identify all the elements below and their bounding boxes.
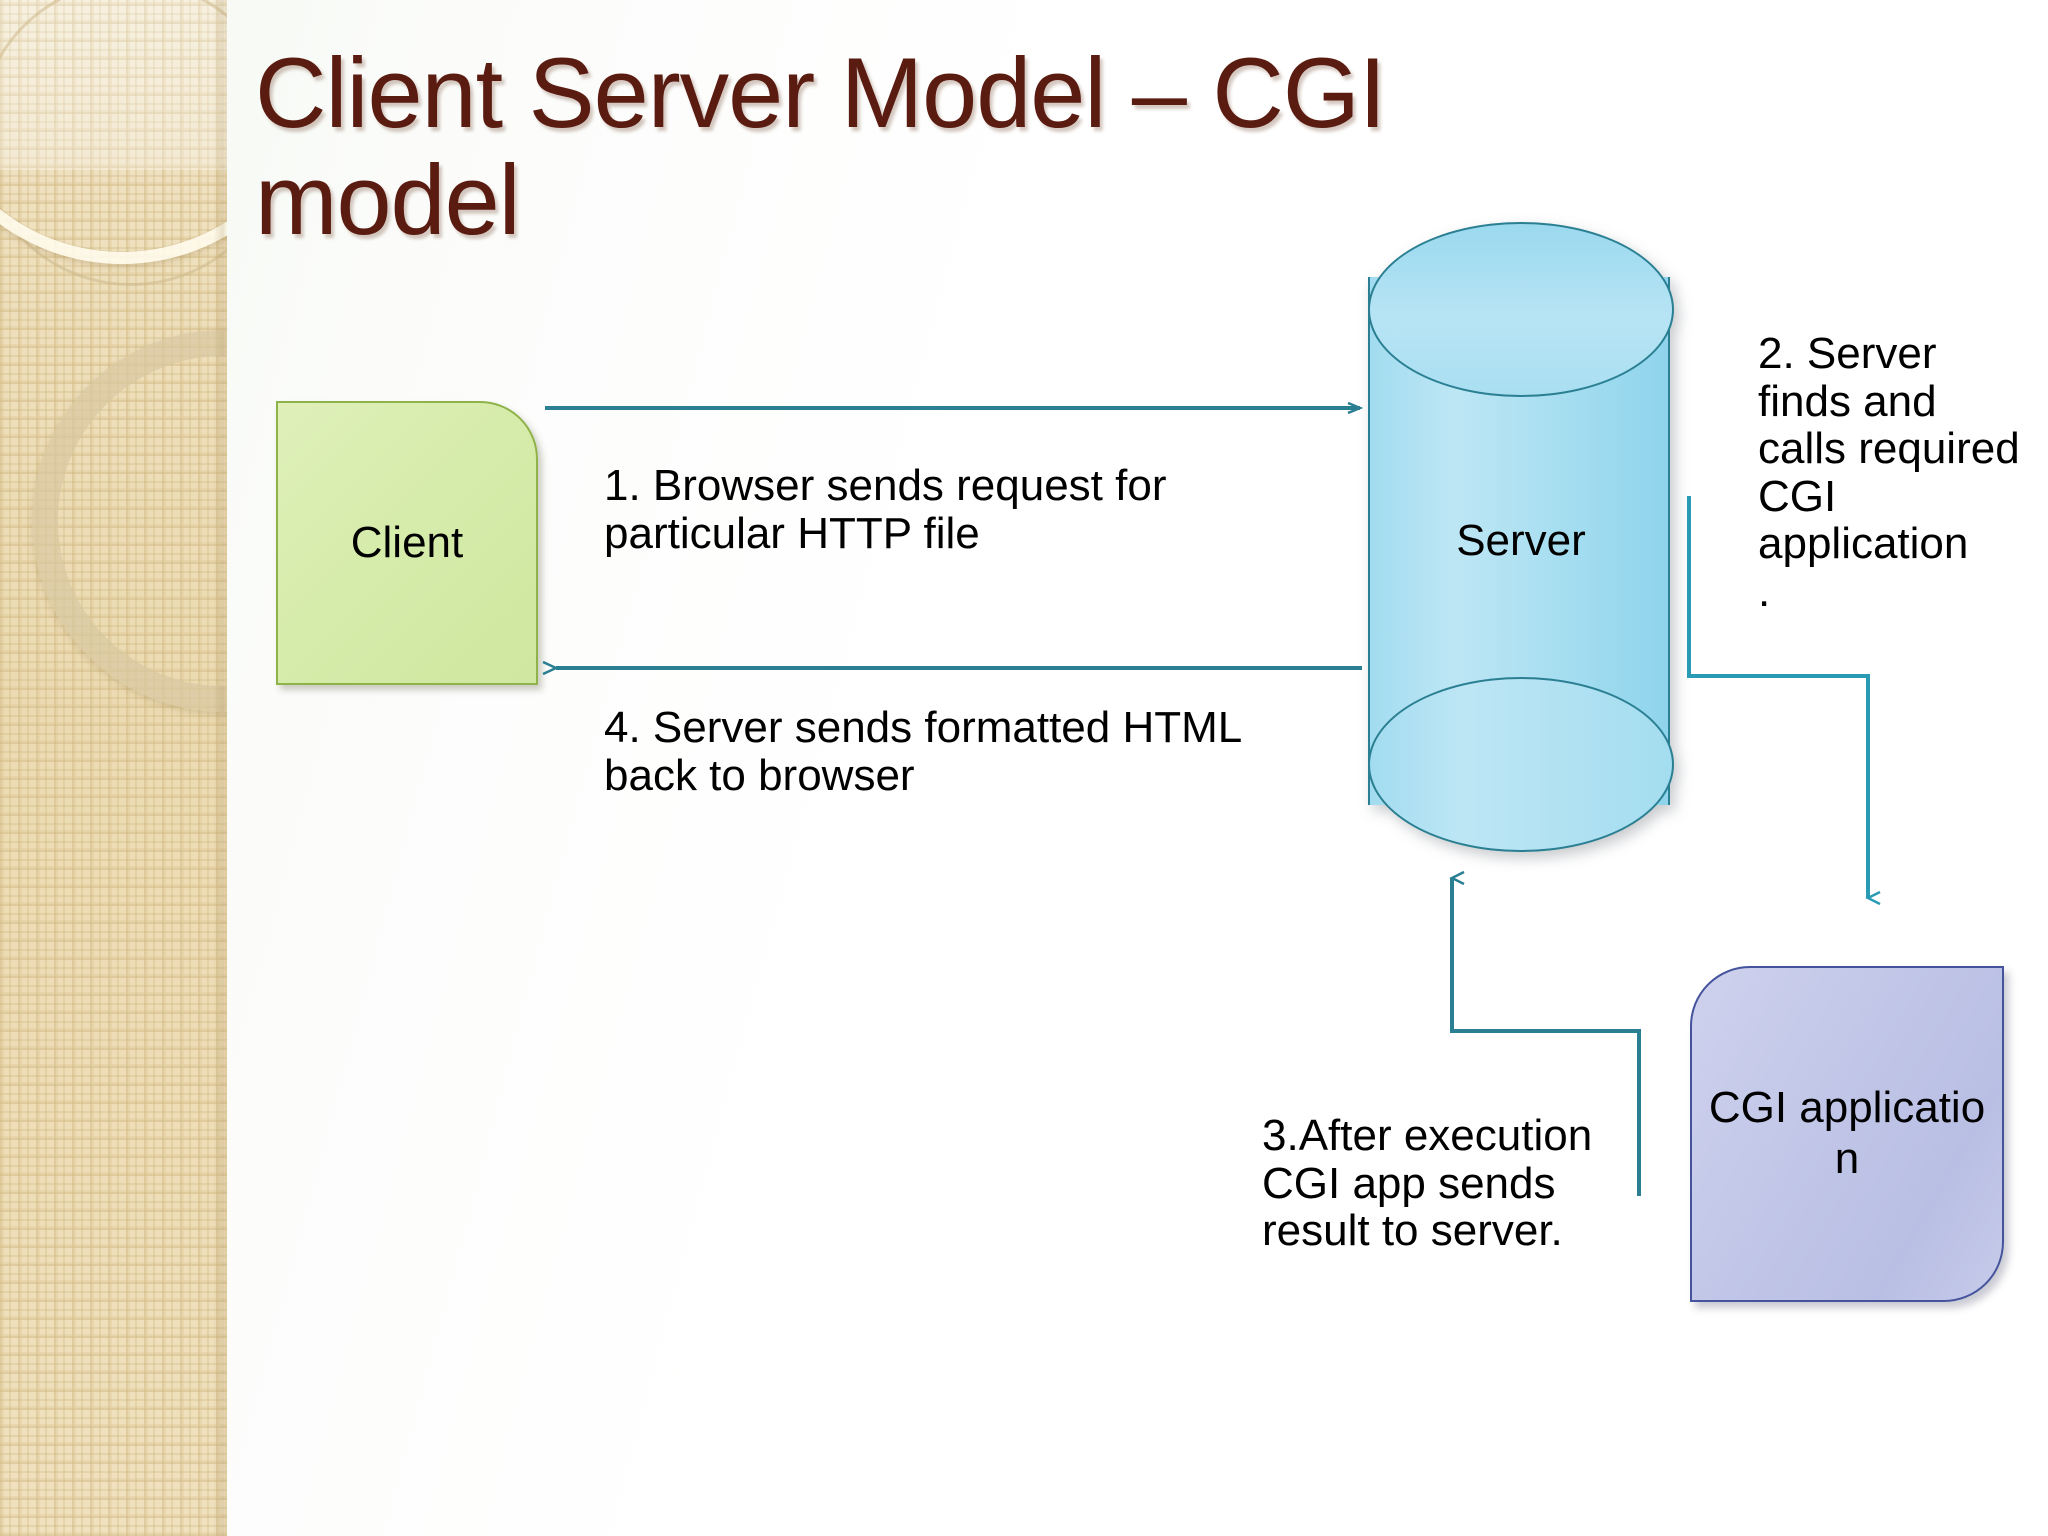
sidebar-edge-shadow [213, 0, 227, 1536]
cylinder-bottom-ellipse [1368, 677, 1674, 852]
node-cgi-application-label: CGI applicatio n [1708, 1083, 1986, 1183]
node-client[interactable]: Client [276, 401, 538, 685]
decorative-circle-thin-icon [0, 0, 227, 286]
label-step-2: 2. Server finds and calls required CGI a… [1758, 330, 2023, 615]
label-step-2-text: 2. Server finds and calls required CGI a… [1758, 329, 2020, 569]
label-step-4: 4. Server sends formatted HTML back to b… [604, 703, 1241, 800]
node-server-label: Server [1456, 516, 1586, 565]
node-cgi-application[interactable]: CGI applicatio n [1690, 966, 2004, 1302]
node-server[interactable]: Server [1368, 222, 1674, 860]
label-step-2-period: . [1758, 566, 1771, 616]
label-step-1: 1. Browser sends request for particular … [604, 461, 1167, 558]
label-step-3: 3.After execution CGI app sends result t… [1262, 1111, 1593, 1256]
sidebar-decoration [0, 0, 227, 1536]
node-client-label: Client [350, 518, 464, 567]
page-title: Client Server Model – CGI model [255, 37, 1386, 255]
decorative-circle-large-icon [0, 0, 227, 264]
cylinder-top-ellipse [1368, 222, 1674, 397]
